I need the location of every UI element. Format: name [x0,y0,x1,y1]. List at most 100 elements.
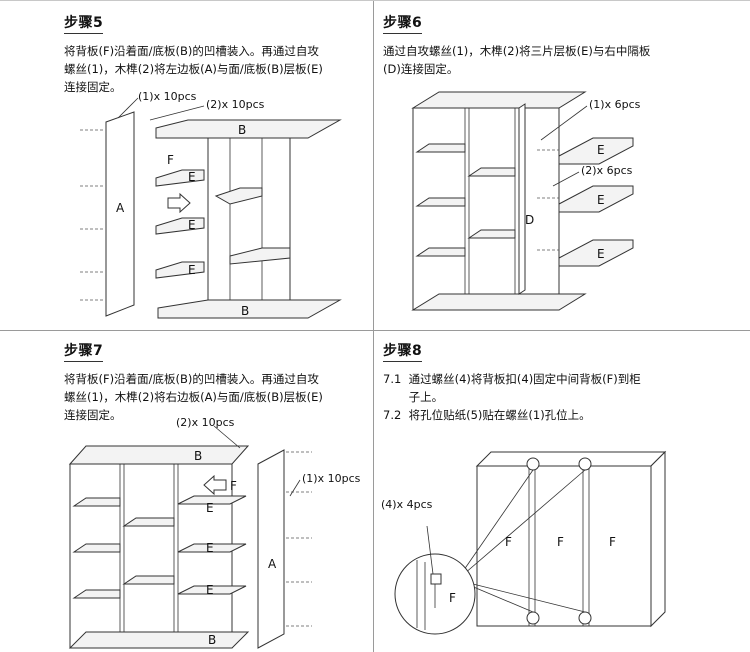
step7-label-shelf: E [206,583,214,597]
step7-label-side: A [268,557,277,571]
step7-label-top: B [194,449,202,463]
step5-desc-line-3: 连接固定。 [64,80,122,94]
step7-top-panel [68,445,250,465]
step6-screws [537,149,559,251]
step7-inner-shelf [72,589,121,599]
step6-inner-shelf [415,247,466,257]
step8-label-back: F [505,535,512,549]
step7-title: 步骤7 [64,340,104,362]
step5-inner-shelf [229,247,291,265]
step6-panel: 步骤6 通过自攻螺丝(1)，木榫(2)将三片层板(E)与右中隔板 (D)连接固定… [373,0,750,330]
step7-label-shelf: E [206,501,214,515]
step7-label-bottom: B [208,633,216,647]
step6-diagram: (1)x 6pcs (2)x 6pcs D E E E [411,91,641,311]
step7-inner-shelf [122,575,175,585]
step7-side-panel [257,449,285,649]
step8-cabinet-top [475,451,667,467]
step6-callout-screw: (1)x 6pcs [589,98,641,111]
step8-title: 步骤8 [383,340,423,362]
step7-callout-screw: (1)x 10pcs [302,472,361,485]
step5-shelf [155,261,205,279]
step7-insert-arrow [203,474,227,496]
step5-side-screws [80,129,104,301]
step6-cabinet-body [412,107,560,311]
step7-inner-shelf [122,517,175,527]
step8-panel: 步骤8 7.1 通过螺丝(4)将背板扣(4)固定中间背板(F)到柜 子上。 7.… [373,330,750,652]
step8-desc-line-1: 7.1 通过螺丝(4)将背板扣(4)固定中间背板(F)到柜 [383,372,641,386]
step5-cabinet-back [207,137,291,319]
step5-callout-dowel: (2)x 10pcs [206,98,265,111]
step8-clip-marker [526,611,540,625]
step7-shelf [177,543,247,553]
step6-shelf [558,137,634,165]
top-border [0,0,750,1]
step7-desc-line-1: 将背板(F)沿着面/底板(B)的凹槽装入。再通过自攻 [64,372,319,386]
step6-title: 步骤6 [383,12,423,34]
step5-label-shelf: E [188,218,196,232]
step7-desc-line-3: 连接固定。 [64,408,122,422]
step7-callout-dowel: (2)x 10pcs [176,416,235,429]
step6-label-shelf: E [597,247,605,261]
step8-diagram: (4)x 4pcs F F F F [381,450,667,635]
step5-inner-shelf [214,187,263,205]
step6-shelf [558,239,634,267]
step5-panel: 步骤5 将背板(F)沿着面/底板(B)的凹槽装入。再通过自攻 螺丝(1)，木榫(… [0,0,373,330]
step5-shelf [155,169,205,187]
step8-cabinet-body [476,465,652,627]
step5-shelf [155,217,205,235]
step7-side-screws [286,451,312,627]
step6-label-shelf: E [597,193,605,207]
step8-clip-marker [526,457,540,471]
step8-clip-marker [578,457,592,471]
step5-label-top: B [238,123,246,137]
step5-label-side: A [116,201,125,215]
step7-bottom-panel [68,631,250,649]
step8-desc-line-2: 子上。 [383,390,444,404]
step5-diagram: (1)x 10pcs (2)x 10pcs B B A F E E E [80,90,342,319]
step6-inner-shelf [415,197,466,207]
step7-label-back: F [230,479,237,493]
step7-shelf [177,585,247,595]
step8-label-back: F [609,535,616,549]
step6-label-divider: D [525,213,534,227]
step5-label-bottom: B [241,304,249,318]
step5-bottom-panel [157,299,342,319]
step8-clip-marker [578,611,592,625]
step8-callout-clip: (4)x 4pcs [381,498,433,511]
step6-desc-line-2: (D)连接固定。 [383,62,459,76]
step6-bottom-panel [411,293,587,311]
step6-top-panel [411,91,587,109]
step7-shelf [177,495,247,505]
step8-cabinet-side [650,450,666,628]
step5-desc-line-2: 螺丝(1)，木榫(2)将左边板(A)与面/底板(B)层板(E) [64,62,323,76]
step7-panel: 步骤7 将背板(F)沿着面/底板(B)的凹槽装入。再通过自攻 螺丝(1)，木榫(… [0,330,373,652]
step5-desc-line-1: 将背板(F)沿着面/底板(B)的凹槽装入。再通过自攻 [64,44,319,58]
step6-inner-shelf [415,143,466,153]
step7-cabinet-body [69,463,233,649]
vertical-divider [373,0,374,652]
step5-callout-screw: (1)x 10pcs [138,90,197,103]
step8-label-back: F [557,535,564,549]
step8-desc-line-3: 7.2 将孔位贴纸(5)贴在螺丝(1)孔位上。 [383,408,591,422]
step6-label-shelf: E [597,143,605,157]
step6-shelf [558,185,634,213]
horizontal-divider [0,330,750,331]
step6-inner-shelf [467,167,516,177]
step6-desc-line-1: 通过自攻螺丝(1)，木榫(2)将三片层板(E)与右中隔板 [383,44,651,58]
step5-top-panel [155,119,342,139]
step7-desc-line-2: 螺丝(1)，木榫(2)将右边板(A)与面/底板(B)层板(E) [64,390,323,404]
step7-label-shelf: E [206,541,214,555]
step5-label-shelf: E [188,170,196,184]
step6-callout-dowel: (2)x 6pcs [581,164,633,177]
step8-label-zoom-back: F [449,591,456,605]
step7-inner-shelf [72,543,121,553]
step7-inner-shelf [72,497,121,507]
step5-label-back: F [167,153,174,167]
step5-insert-arrow [167,192,191,214]
step6-divider [518,103,526,295]
step6-inner-shelf [467,229,516,239]
step8-back-clip [430,573,442,585]
step5-label-shelf: E [188,263,196,277]
step7-diagram: (2)x 10pcs (1)x 10pcs B B A F E E E [68,416,361,649]
step5-title: 步骤5 [64,12,104,34]
